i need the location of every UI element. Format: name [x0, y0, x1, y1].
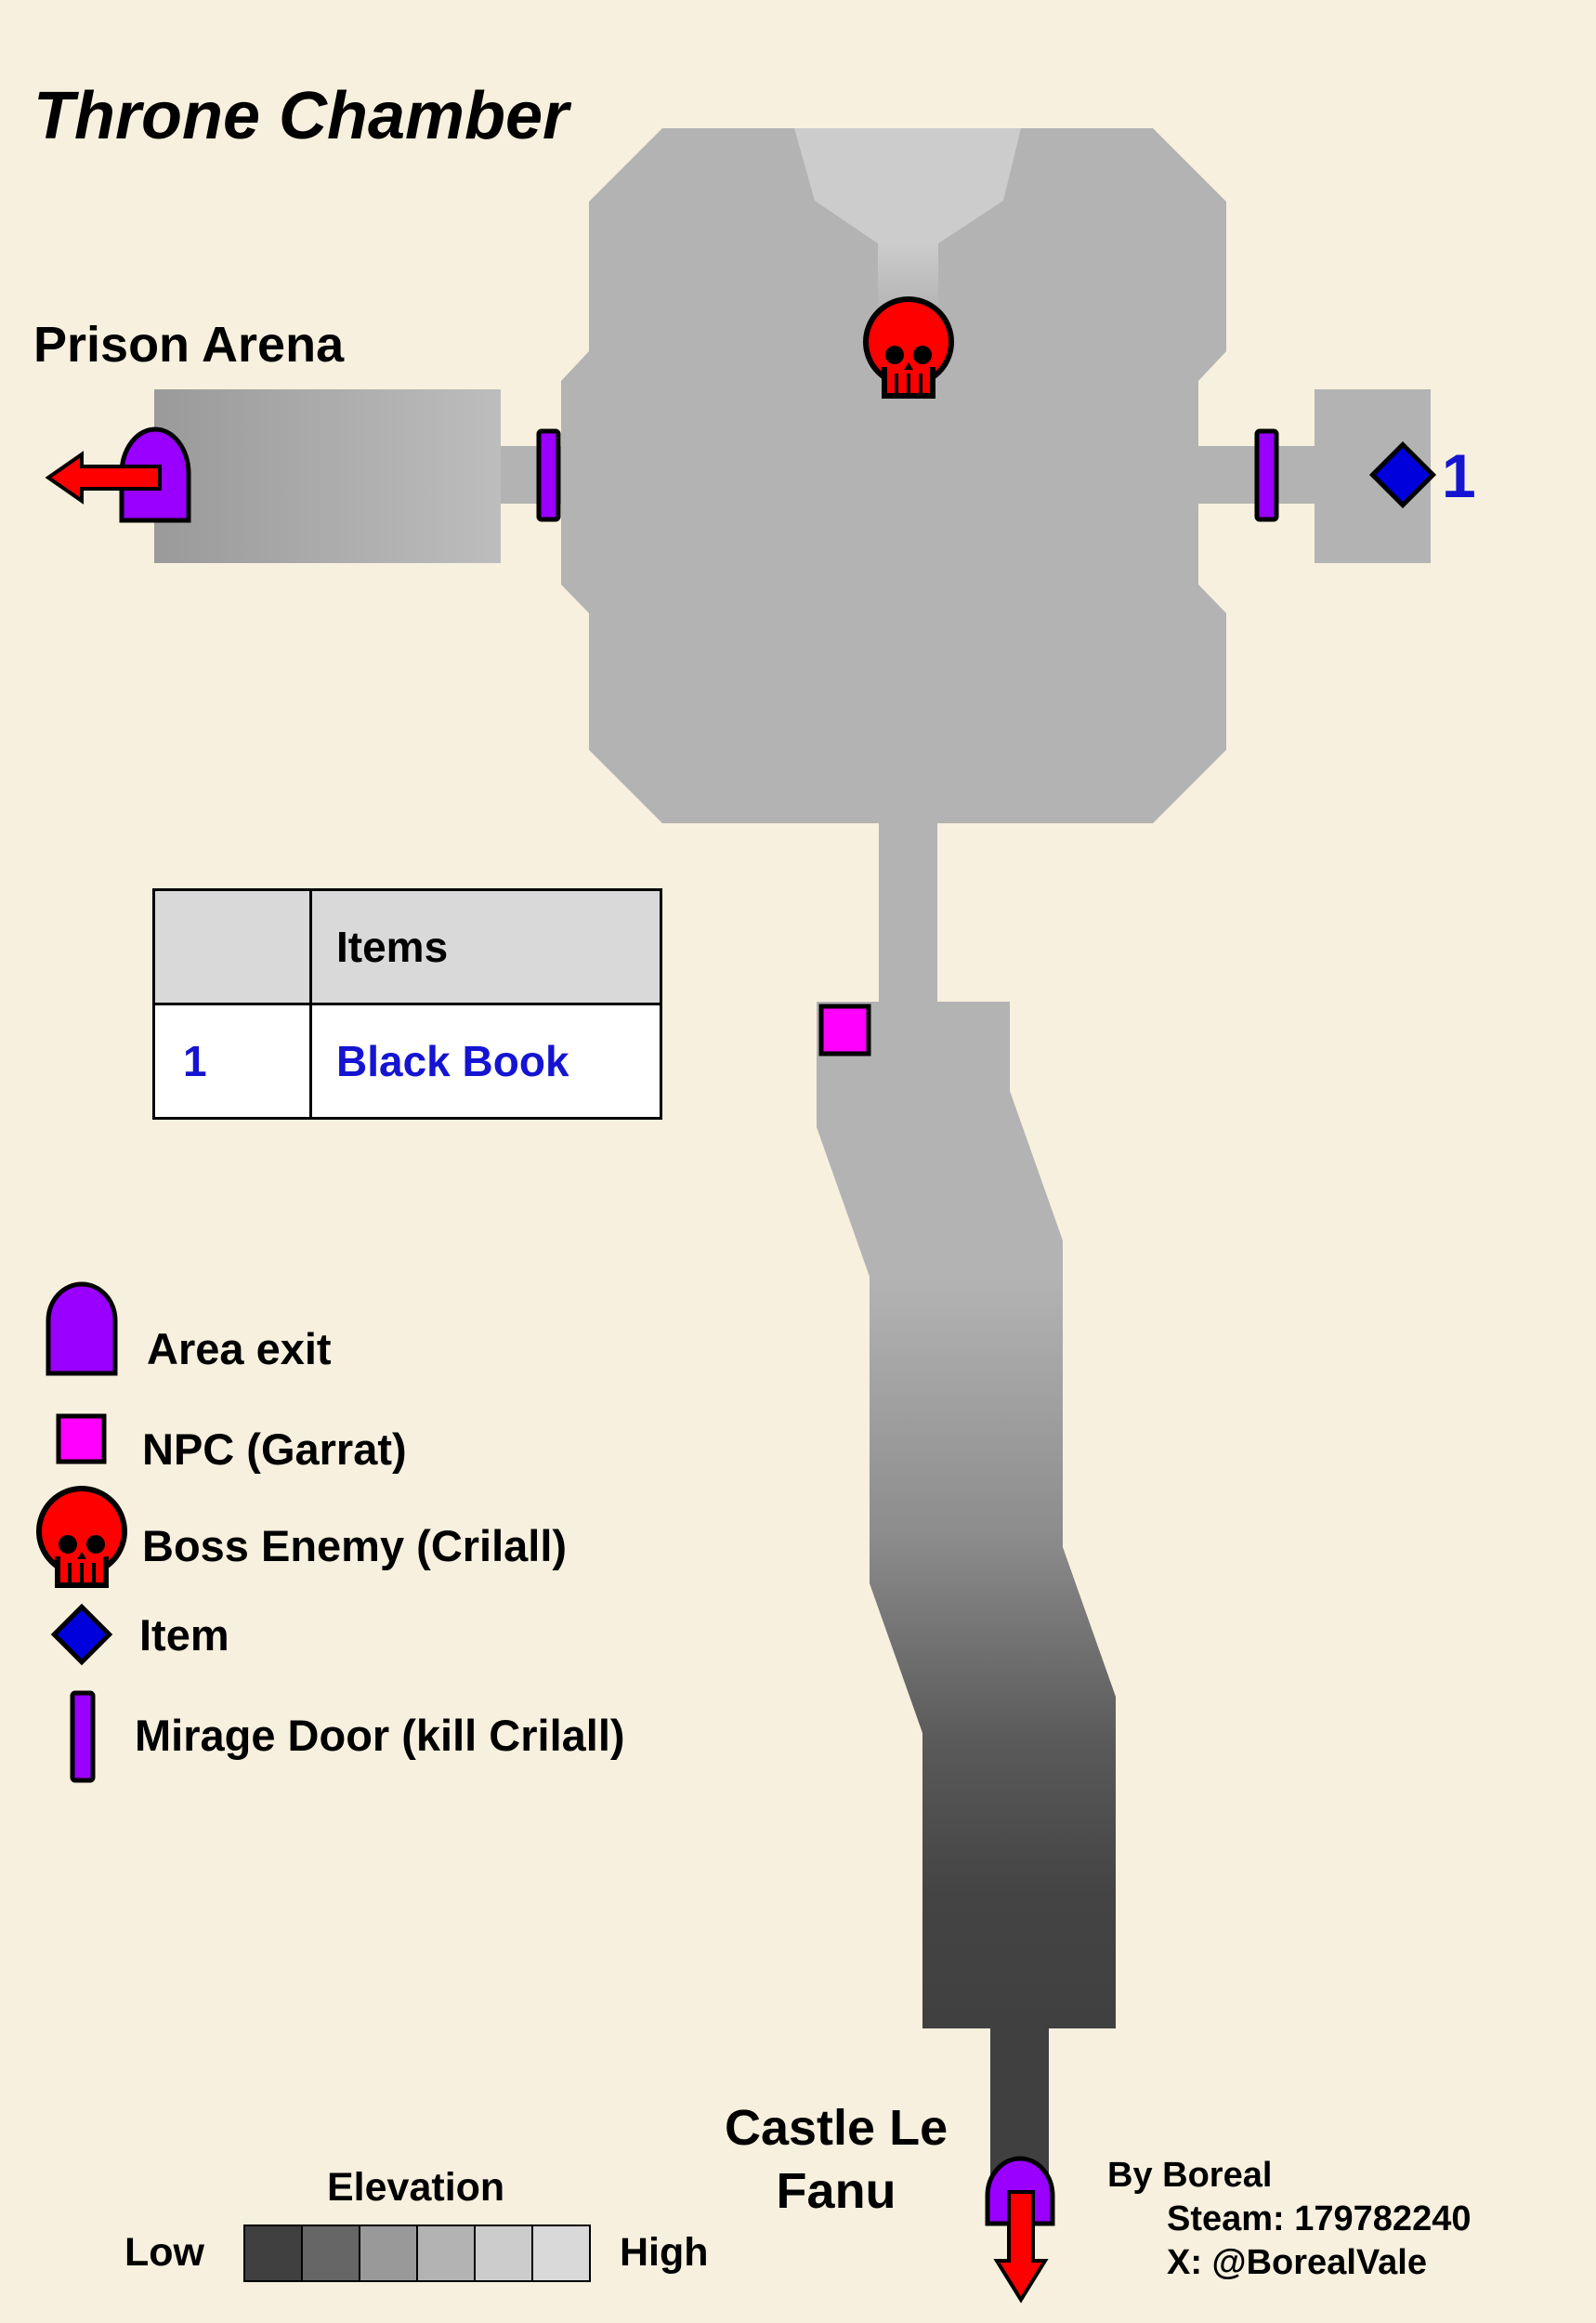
label-castle-line1: Castle Le [725, 2100, 948, 2156]
elevation-swatch [531, 2225, 591, 2282]
map-title: Throne Chamber [33, 79, 569, 153]
legend-mirage-door-icon [70, 1690, 96, 1783]
legend-label-boss: Boss Enemy (Crilall) [142, 1521, 568, 1570]
credits-author: By Boreal [1107, 2156, 1273, 2195]
items-header-number [152, 888, 312, 1005]
elevation-low-label: Low [124, 2230, 204, 2275]
table-row: 1 Black Book [152, 1003, 662, 1120]
label-castle-le-fanu: Castle Le Fanu [725, 2096, 948, 2223]
area-exit-south[interactable] [985, 2156, 1055, 2303]
throne-chamber-room [561, 128, 1226, 823]
elevation-scale [243, 2225, 591, 2282]
credits-steam: Steam: 179782240 [1167, 2199, 1472, 2238]
legend-skull-icon [39, 1489, 124, 1585]
item-diamond-icon [1368, 440, 1437, 509]
npc-garrat-icon [818, 1004, 871, 1057]
mirage-door-west [536, 428, 561, 522]
items-header-name: Items [309, 888, 662, 1005]
credits: By Boreal Steam: 179782240 X: @BorealVal… [1107, 2154, 1471, 2285]
credits-x: X: @BorealVale [1167, 2243, 1427, 2282]
items-table-header: Items [152, 888, 662, 1005]
elevation-swatch [416, 2225, 476, 2282]
items-table: Items 1 Black Book [152, 888, 662, 1120]
items-row-name: Black Book [309, 1003, 662, 1120]
map-item-number: 1 [1442, 441, 1476, 510]
elevation-swatch [301, 2225, 360, 2282]
legend-label-item: Item [139, 1610, 229, 1660]
legend-npc-icon [56, 1413, 107, 1464]
legend-label-npc: NPC (Garrat) [142, 1424, 407, 1474]
elevation-swatch [243, 2225, 303, 2282]
area-exit-west[interactable] [45, 427, 191, 523]
items-row-number: 1 [152, 1003, 312, 1120]
elevation-swatch [359, 2225, 418, 2282]
legend-area-exit-icon [46, 1281, 118, 1376]
west-corridor [154, 389, 564, 563]
exit-arrow-left-icon [45, 451, 162, 505]
exit-arrow-down-icon [993, 2190, 1049, 2303]
elevation-title: Elevation [327, 2165, 505, 2210]
label-prison-arena: Prison Arena [33, 317, 345, 373]
elevation-swatch [474, 2225, 533, 2282]
legend-label-area-exit: Area exit [147, 1324, 332, 1373]
label-castle-line2: Fanu [776, 2163, 896, 2219]
legend-label-mirage-door: Mirage Door (kill Crilall) [135, 1711, 625, 1760]
elevation-high-label: High [620, 2230, 709, 2275]
legend-diamond-icon [50, 1603, 113, 1666]
mirage-door-east [1254, 428, 1279, 522]
